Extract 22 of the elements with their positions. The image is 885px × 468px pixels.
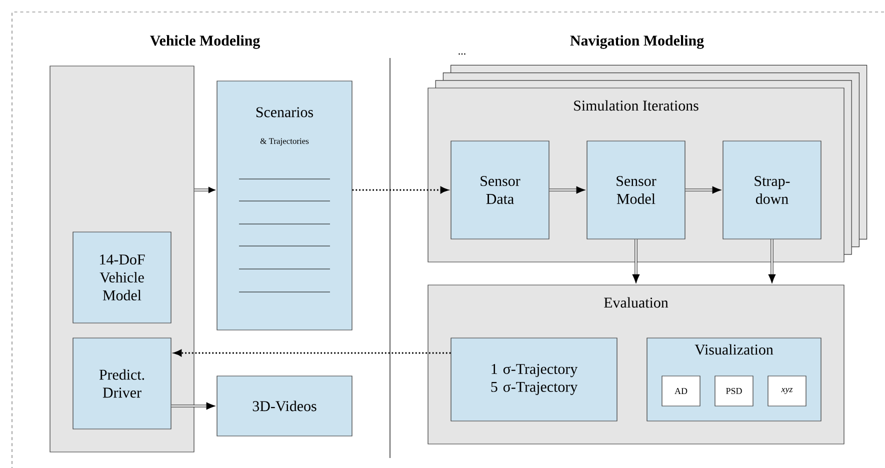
process-box: 14-DoF Vehicle Model bbox=[72, 232, 172, 324]
process-box: Scenarios & Trajectories bbox=[216, 80, 352, 330]
section-heading: Vehicle Modeling bbox=[150, 35, 260, 49]
process-box: Sensor Data bbox=[450, 140, 550, 240]
process-box: Predict. Driver bbox=[72, 338, 172, 430]
arrow bbox=[194, 186, 216, 194]
arrow bbox=[174, 350, 451, 356]
arrow bbox=[632, 239, 640, 284]
arrow bbox=[352, 186, 448, 194]
section-heading: Navigation Modeling bbox=[570, 35, 704, 49]
arrow bbox=[685, 186, 722, 194]
process-box: Strap-down bbox=[722, 140, 822, 240]
tag-box: AD bbox=[662, 376, 700, 406]
ellipsis: ... bbox=[458, 53, 466, 55]
tag-box: PSD bbox=[714, 376, 754, 406]
process-box: 3D-Videos bbox=[216, 376, 352, 436]
process-box: Sensor Model bbox=[586, 140, 686, 240]
arrow bbox=[768, 239, 776, 284]
arrow bbox=[549, 186, 586, 194]
arrow bbox=[171, 402, 216, 410]
tag-box: xyz bbox=[768, 376, 806, 406]
process-box: 1 σ-Trajectory 5 σ-Trajectory bbox=[450, 338, 618, 422]
